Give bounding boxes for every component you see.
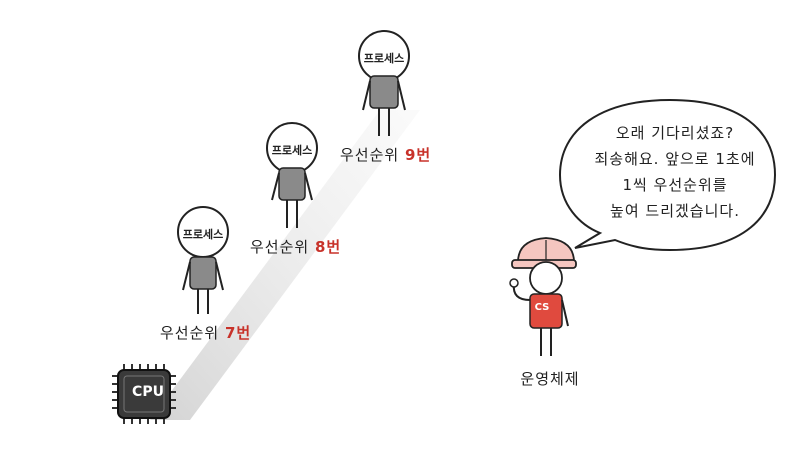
- priority-number-1: 7번: [224, 324, 252, 342]
- priority-text-3: 우선순위: [340, 146, 400, 164]
- os-character: [509, 237, 577, 356]
- cpu-label: CPU: [132, 384, 164, 400]
- priority-label-3: 우선순위 9번: [340, 144, 431, 165]
- priority-beam: [150, 110, 420, 420]
- priority-label-2: 우선순위 8번: [250, 236, 341, 257]
- priority-number-2: 8번: [314, 238, 342, 256]
- os-label: 운영체제: [520, 370, 580, 388]
- os-badge: CS: [534, 302, 550, 313]
- speech-text: 오래 기다리셨죠? 죄송해요. 앞으로 1초에 1씩 우선순위를 높여 드리겠습…: [585, 120, 765, 224]
- process-figure-2: [266, 122, 318, 228]
- speech-line-1: 오래 기다리셨죠?: [615, 124, 735, 142]
- process-head-label-1: 프로세스: [182, 228, 224, 241]
- process-figure-3: [358, 30, 410, 136]
- priority-label-1: 우선순위 7번: [160, 322, 251, 343]
- cpu-chip: [112, 364, 176, 424]
- process-figure-1: [177, 206, 229, 314]
- process-head-label-2: 프로세스: [271, 144, 313, 157]
- priority-text-2: 우선순위: [250, 238, 310, 256]
- priority-text-1: 우선순위: [160, 324, 220, 342]
- process-head-label-3: 프로세스: [363, 52, 405, 65]
- priority-number-3: 9번: [404, 146, 432, 164]
- speech-line-3: 1씩 우선순위를: [622, 176, 728, 194]
- speech-bubble: [558, 98, 777, 252]
- speech-line-2: 죄송해요. 앞으로 1초에: [594, 150, 756, 168]
- speech-line-4: 높여 드리겠습니다.: [610, 202, 740, 220]
